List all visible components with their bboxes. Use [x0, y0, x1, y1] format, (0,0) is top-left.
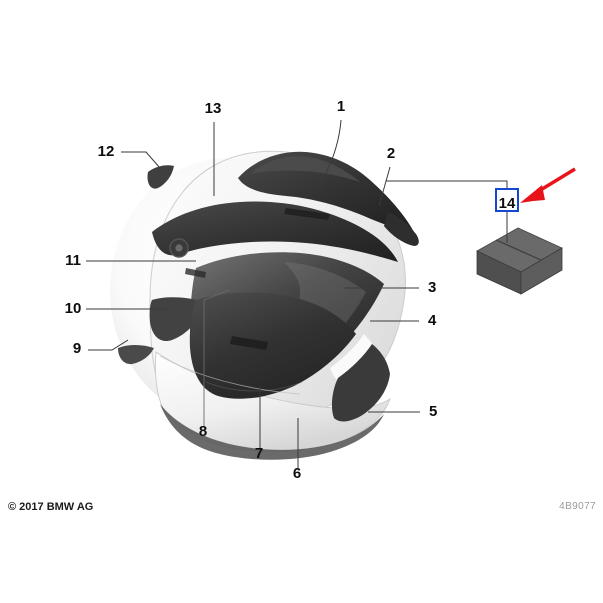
helmet-peak — [238, 151, 414, 232]
callout-14[interactable]: 14 — [499, 195, 516, 212]
helmet-peak-ridge — [250, 156, 360, 182]
callout-8[interactable]: 8 — [199, 423, 207, 440]
callout-13[interactable]: 13 — [205, 100, 222, 117]
helmet-bottom-edge — [160, 404, 384, 460]
helmet-brow-trim — [152, 201, 398, 262]
callout-9[interactable]: 9 — [73, 340, 81, 357]
red-arrow-pointer — [520, 167, 576, 203]
helmet-jaw-guard — [331, 344, 390, 422]
callout-1[interactable]: 1 — [337, 98, 345, 115]
accessory-box — [476, 227, 563, 295]
helmet-top-tab — [147, 165, 174, 189]
callout-11[interactable]: 11 — [65, 252, 81, 269]
helmet-peak-tip — [384, 212, 419, 246]
helmet-illustration — [110, 150, 419, 460]
helmet-chin-bar — [189, 292, 356, 399]
copyright-text: © 2017 BMW AG — [8, 501, 93, 513]
chin-vent — [230, 336, 268, 350]
highlight-box-14[interactable] — [495, 188, 519, 212]
callout-3[interactable]: 3 — [428, 279, 436, 296]
callout-6[interactable]: 6 — [293, 465, 301, 482]
callout-5[interactable]: 5 — [429, 403, 437, 420]
callout-2[interactable]: 2 — [387, 145, 395, 162]
reference-number: 4B9077 — [559, 501, 596, 512]
callout-10[interactable]: 10 — [65, 300, 82, 317]
helmet-accent-stripe — [330, 334, 376, 386]
helmet-front-lip — [118, 345, 154, 365]
helmet-side-vent — [185, 268, 206, 278]
helmet-contour-1 — [205, 381, 303, 392]
helmet-vent-slot — [284, 208, 330, 220]
callout-numbers: 1 2 3 4 5 6 7 8 9 10 11 12 13 14 — [65, 98, 516, 482]
callout-4[interactable]: 4 — [428, 312, 437, 329]
box-seam — [495, 239, 542, 261]
visor-pivot-core — [175, 244, 183, 252]
callout-7[interactable]: 7 — [255, 445, 263, 462]
helmet-contour-2 — [159, 355, 301, 395]
helmet-cheek-pad — [149, 297, 204, 342]
leader-lines — [86, 119, 508, 468]
callout-12[interactable]: 12 — [98, 143, 115, 160]
